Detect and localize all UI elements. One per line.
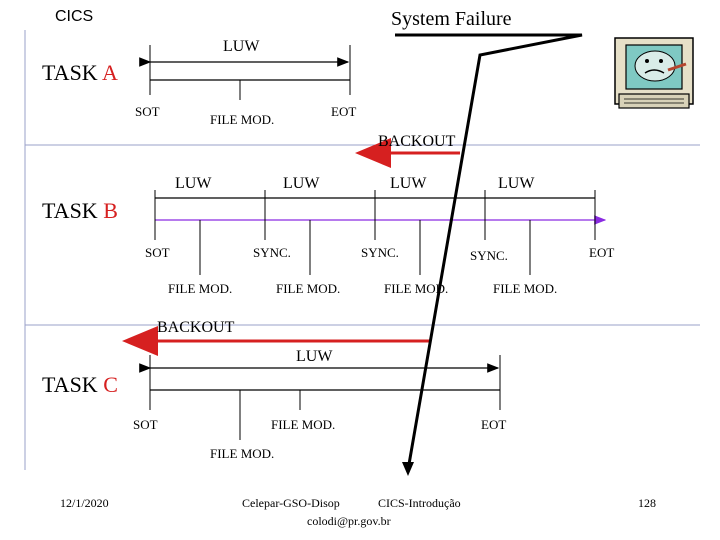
task-c-label: TASK xyxy=(42,372,98,397)
footer-course: CICS-Introdução xyxy=(378,497,461,509)
task-b-filemod-label-2: FILE MOD. xyxy=(276,282,340,295)
task-b-luw-label-1: LUW xyxy=(175,176,211,192)
sad-computer-icon xyxy=(615,38,693,108)
task-a-label: TASK xyxy=(42,60,98,85)
task-c-title: TASK C xyxy=(42,374,118,396)
task-b-filemod-label-1: FILE MOD. xyxy=(168,282,232,295)
task-b-filemod-label-3: FILE MOD. xyxy=(384,282,448,295)
task-b-luw-label-3: LUW xyxy=(390,176,426,192)
task-a-filemod-label: FILE MOD. xyxy=(210,113,274,126)
task-b-luw-label-2: LUW xyxy=(283,176,319,192)
task-a-letter: A xyxy=(102,60,118,85)
task-b-filemod-label-4: FILE MOD. xyxy=(493,282,557,295)
task-a-title: TASK A xyxy=(42,62,118,84)
footer-email: colodi@pr.gov.br xyxy=(307,515,391,527)
task-a-backout-label: BACKOUT xyxy=(378,134,455,150)
footer-date: 12/1/2020 xyxy=(60,497,109,509)
task-b-eot-label: EOT xyxy=(589,246,614,259)
task-a-sot-label: SOT xyxy=(135,105,160,118)
task-b-sync-label-3: SYNC. xyxy=(470,249,508,262)
failure-title: System Failure xyxy=(391,9,512,29)
task-c-filemod-label-2: FILE MOD. xyxy=(210,447,274,460)
task-b-title: TASK B xyxy=(42,200,118,222)
app-title: CICS xyxy=(55,9,93,25)
task-c-eot-label: EOT xyxy=(481,418,506,431)
footer-page-number: 128 xyxy=(638,497,656,509)
task-b-backout-label: BACKOUT xyxy=(157,320,234,336)
task-c-filemod-label-1: FILE MOD. xyxy=(271,418,335,431)
task-b-sync-label-2: SYNC. xyxy=(361,246,399,259)
task-b-label: TASK xyxy=(42,198,98,223)
task-b-luw-label-4: LUW xyxy=(498,176,534,192)
task-c-sot-label: SOT xyxy=(133,418,158,431)
footer-org: Celepar-GSO-Disop xyxy=(242,497,340,509)
task-b-letter: B xyxy=(103,198,118,223)
task-c-letter: C xyxy=(103,372,118,397)
task-a-luw-label: LUW xyxy=(223,39,259,55)
task-c-luw-label: LUW xyxy=(296,349,332,365)
task-b-sot-label: SOT xyxy=(145,246,170,259)
task-b-sync-label-1: SYNC. xyxy=(253,246,291,259)
task-a-eot-label: EOT xyxy=(331,105,356,118)
